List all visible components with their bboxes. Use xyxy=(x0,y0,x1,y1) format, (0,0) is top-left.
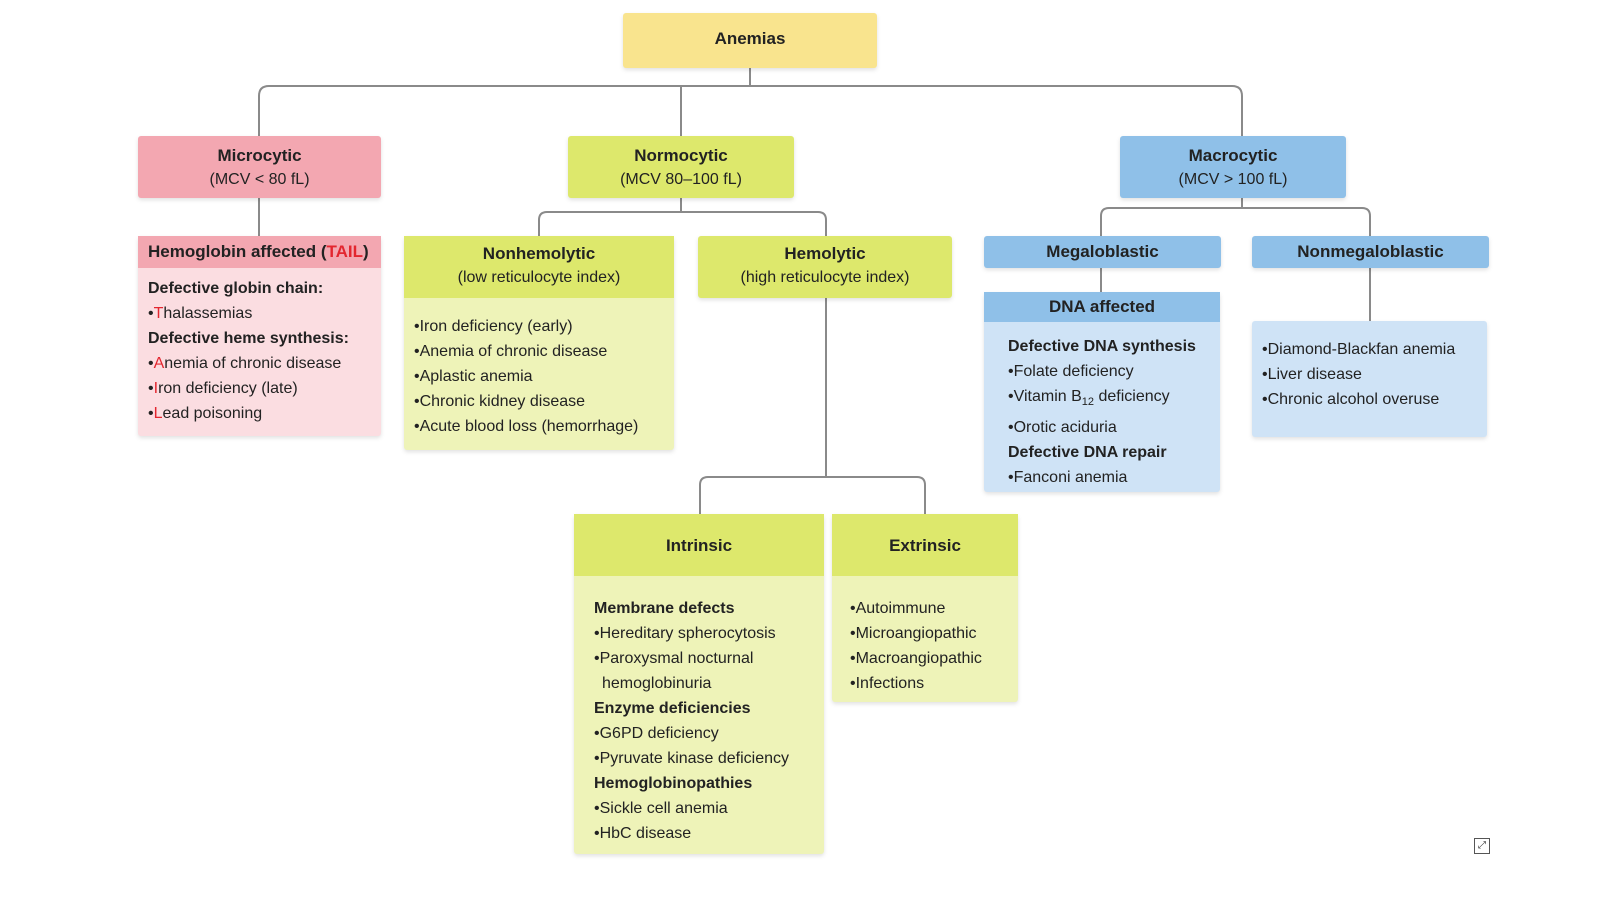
anemias-root-box: Anemias xyxy=(623,13,877,68)
extrinsic-list: •Autoimmune •Microangiopathic •Macroangi… xyxy=(840,590,1018,702)
connector-root-branches xyxy=(258,85,1243,136)
hemolytic-sub: (high reticulocyte index) xyxy=(740,269,910,286)
megaloblastic-box: Megaloblastic xyxy=(984,236,1221,268)
hemoglobin-affected-box: Hemoglobin affected (TAIL) Defective glo… xyxy=(138,236,381,436)
macrocytic-box: Macrocytic (MCV > 100 fL) xyxy=(1120,136,1346,198)
list-item: •Orotic aciduria xyxy=(1008,419,1117,437)
normocytic-box: Normocytic (MCV 80–100 fL) xyxy=(568,136,794,198)
macrocytic-title: Macrocytic xyxy=(1188,146,1278,165)
list-item: •Autoimmune xyxy=(850,600,946,617)
list-item: hemoglobinuria xyxy=(602,675,712,692)
hbpath-heading: Hemoglobinopathies xyxy=(594,775,753,792)
megaloblastic-title: Megaloblastic xyxy=(1046,242,1159,261)
microcytic-sub: (MCV < 80 fL) xyxy=(209,171,310,188)
nonmegaloblastic-list: •Diamond-Blackfan anemia •Liver disease … xyxy=(1252,331,1487,418)
anemias-root-title: Anemias xyxy=(714,29,786,48)
hemoglobin-affected-header: Hemoglobin affected (TAIL) xyxy=(138,236,381,268)
list-item: •Infections xyxy=(850,675,925,692)
list-item: •Chronic alcohol overuse xyxy=(1262,391,1440,408)
list-item: •Lead poisoning xyxy=(148,405,263,422)
dna-affected-title: DNA affected xyxy=(1048,297,1156,316)
nonhemolytic-box: Nonhemolytic (low reticulocyte index) •I… xyxy=(404,236,674,450)
list-item: •Acute blood loss (hemorrhage) xyxy=(414,418,639,435)
list-item: •Anemia of chronic disease xyxy=(414,343,608,360)
list-item: •Chronic kidney disease xyxy=(414,393,586,410)
dna-affected-list: Defective DNA synthesis •Folate deficien… xyxy=(998,328,1220,496)
list-item: •Diamond-Blackfan anemia xyxy=(1262,341,1456,358)
dna-affected-box: DNA affected Defective DNA synthesis •Fo… xyxy=(984,292,1220,492)
intrinsic-list: Membrane defects •Hereditary spherocytos… xyxy=(584,590,824,852)
extrinsic-header: Extrinsic xyxy=(832,514,1018,576)
list-item: •Folate deficiency xyxy=(1008,363,1134,380)
dna-synthesis-heading: Defective DNA synthesis xyxy=(1008,338,1196,355)
hb-title-tail: TAIL xyxy=(326,242,364,261)
normocytic-header: Normocytic (MCV 80–100 fL) xyxy=(568,140,794,192)
list-item: •Aplastic anemia xyxy=(414,368,533,385)
hemolytic-title: Hemolytic xyxy=(784,244,866,263)
list-item: •Pyruvate kinase deficiency xyxy=(594,750,790,767)
intrinsic-title: Intrinsic xyxy=(665,536,733,555)
list-item: •Paroxysmal nocturnal xyxy=(594,650,754,667)
microcytic-box: Microcytic (MCV < 80 fL) xyxy=(138,136,381,198)
extrinsic-box: Extrinsic •Autoimmune •Microangiopathic … xyxy=(832,514,1018,702)
nonhemolytic-list: •Iron deficiency (early) •Anemia of chro… xyxy=(404,308,674,445)
nonhemolytic-sub: (low reticulocyte index) xyxy=(457,269,621,286)
enzyme-heading: Enzyme deficiencies xyxy=(594,700,751,717)
connector-macro-branches xyxy=(1100,207,1371,236)
dna-affected-header: DNA affected xyxy=(984,292,1220,322)
nonmegaloblastic-box: Nonmegaloblastic xyxy=(1252,236,1489,268)
list-item: •Iron deficiency (early) xyxy=(414,318,573,335)
list-item: •Hereditary spherocytosis xyxy=(594,625,776,642)
list-item: •G6PD deficiency xyxy=(594,725,719,742)
list-item: •Thalassemias xyxy=(148,305,253,322)
membrane-heading: Membrane defects xyxy=(594,600,735,617)
intrinsic-header: Intrinsic xyxy=(574,514,824,576)
connector-hemolytic-branches xyxy=(699,476,926,514)
globin-heading: Defective globin chain: xyxy=(148,280,324,297)
nonmegaloblastic-list-box: •Diamond-Blackfan anemia •Liver disease … xyxy=(1252,321,1487,437)
nonhemolytic-header-text: Nonhemolytic (low reticulocyte index) xyxy=(404,238,674,290)
list-item: •HbC disease xyxy=(594,825,692,842)
hemolytic-header: Hemolytic (high reticulocyte index) xyxy=(698,238,952,290)
normocytic-title: Normocytic xyxy=(634,146,728,165)
expand-icon[interactable]: ⤢ xyxy=(1474,838,1490,854)
dna-repair-heading: Defective DNA repair xyxy=(1008,444,1167,462)
microcytic-header: Microcytic (MCV < 80 fL) xyxy=(138,140,381,192)
nonhemolytic-title: Nonhemolytic xyxy=(482,244,596,263)
list-item: •Macroangiopathic xyxy=(850,650,982,667)
nonhemolytic-header: Nonhemolytic (low reticulocyte index) xyxy=(404,236,674,298)
list-item: •Vitamin B12 deficiency xyxy=(1008,388,1170,409)
extrinsic-title: Extrinsic xyxy=(889,536,961,555)
list-item: •Liver disease xyxy=(1262,366,1362,383)
list-item: •Iron deficiency (late) xyxy=(148,380,298,397)
list-item: •Fanconi anemia xyxy=(1008,469,1128,487)
hemolytic-box: Hemolytic (high reticulocyte index) xyxy=(698,236,952,298)
normocytic-sub: (MCV 80–100 fL) xyxy=(620,171,742,188)
heme-heading: Defective heme synthesis: xyxy=(148,330,349,347)
macrocytic-header: Macrocytic (MCV > 100 fL) xyxy=(1120,140,1346,192)
hemoglobin-affected-title: Hemoglobin affected (TAIL) xyxy=(148,240,369,264)
connector-normo-branches xyxy=(538,211,827,236)
nonmegaloblastic-title: Nonmegaloblastic xyxy=(1297,242,1444,261)
microcytic-title: Microcytic xyxy=(217,146,302,165)
list-item: •Microangiopathic xyxy=(850,625,977,642)
macrocytic-sub: (MCV > 100 fL) xyxy=(1178,171,1288,188)
hb-title-suffix: ) xyxy=(363,242,369,261)
list-item: •Anemia of chronic disease xyxy=(148,355,342,372)
list-item: •Sickle cell anemia xyxy=(594,800,728,817)
intrinsic-box: Intrinsic Membrane defects •Hereditary s… xyxy=(574,514,824,854)
hb-title-prefix: Hemoglobin affected ( xyxy=(148,242,327,261)
hemoglobin-affected-list: Defective globin chain: •Thalassemias De… xyxy=(138,270,381,432)
